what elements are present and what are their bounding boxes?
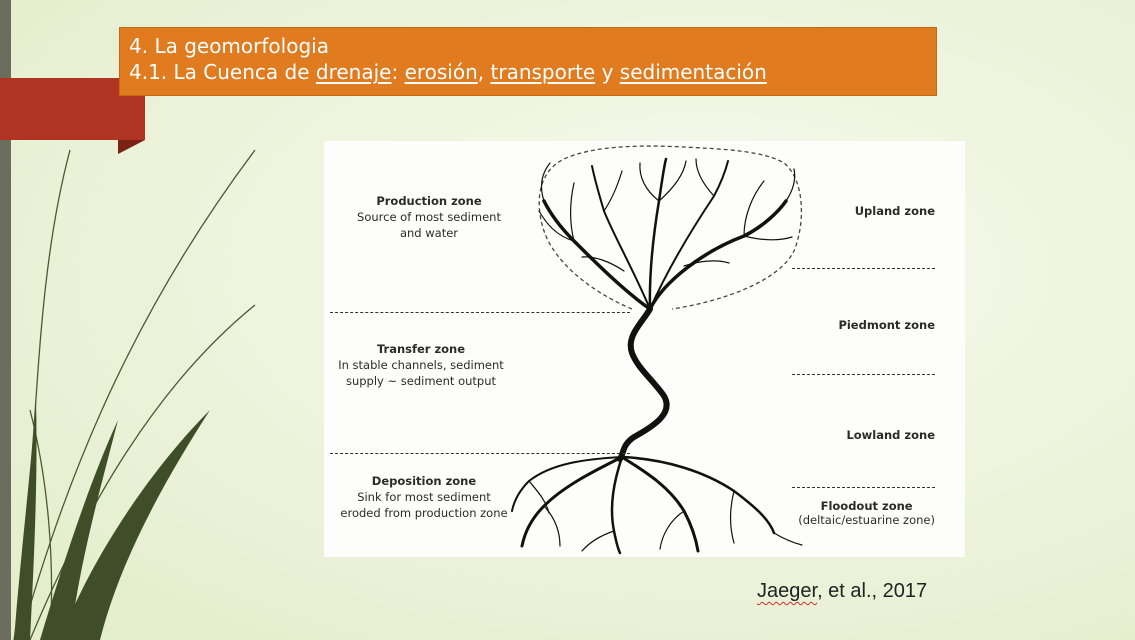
red-accent-tab-fold [118,140,145,154]
deposition-zone-label: Deposition zone Sink for most sediment e… [328,473,520,521]
citation: Jaeger, et al., 2017 [757,580,927,603]
subtitle-prefix: 4.1. La Cuenca de [129,60,316,84]
floodout-zone-title: Floodout zone [820,499,913,513]
basin-outline [538,145,803,310]
citation-rest: , et al., 2017 [817,580,928,602]
swoosh-leaf [60,410,210,640]
slide-title: 4. La geomorfologia [129,34,329,58]
transfer-zone-line1: In stable channels, sediment [338,358,504,372]
citation-author: Jaeger [757,580,818,602]
subtitle-word-erosion: erosión [404,60,478,84]
transfer-zone-line2: supply ~ sediment output [345,374,497,388]
main-channel [617,306,670,462]
upland-zone-label: Upland zone [854,204,935,218]
floodout-distributaries [511,455,803,555]
deposition-zone-line1: Sink for most sediment [357,490,491,504]
floodout-zone-label: Floodout zone (deltaic/estuarine zone) [798,499,935,527]
production-zone-line1: Source of most sediment [357,210,501,224]
subtitle-word-sedimentacion: sedimentación [619,60,767,84]
subtitle-colon: : [391,60,405,84]
swoosh-leaf [14,400,37,640]
transfer-zone-title: Transfer zone [376,342,466,356]
deposition-zone-line2: eroded from production zone [340,506,508,520]
piedmont-zone-label: Piedmont zone [838,318,935,332]
river-network-drawing [511,145,803,555]
swoosh-line [19,149,256,640]
floodout-zone-subtitle: (deltaic/estuarine zone) [798,513,935,527]
subtitle-y: y [595,60,620,84]
slide-subtitle: 4.1. La Cuenca de drenaje: erosión, tran… [129,59,936,85]
production-zone-line2: and water [399,226,459,240]
zone-divider-lowland-floodout [792,487,935,488]
production-zone-title: Production zone [376,194,482,208]
left-accent-bar [0,0,11,640]
deposition-zone-title: Deposition zone [371,474,477,488]
upland-tributaries [538,157,796,311]
swoosh-leaf [40,420,118,640]
lowland-zone-label: Lowland zone [846,428,935,442]
subtitle-comma: , [477,60,491,84]
zone-divider-production-transfer [330,312,630,313]
subtitle-word-drenaje: drenaje [315,60,392,84]
drainage-basin-figure: Production zone Source of most sediment … [324,141,965,557]
subtitle-word-transporte: transporte [490,60,596,84]
transfer-zone-label: Transfer zone In stable channels, sedime… [324,341,518,389]
slide-title-box: 4. La geomorfologia 4.1. La Cuenca de dr… [119,27,937,96]
zone-divider-piedmont-lowland [792,374,935,375]
zone-divider-transfer-deposition [330,453,630,454]
zone-divider-upland-piedmont [792,268,935,269]
production-zone-label: Production zone Source of most sediment … [336,193,522,241]
